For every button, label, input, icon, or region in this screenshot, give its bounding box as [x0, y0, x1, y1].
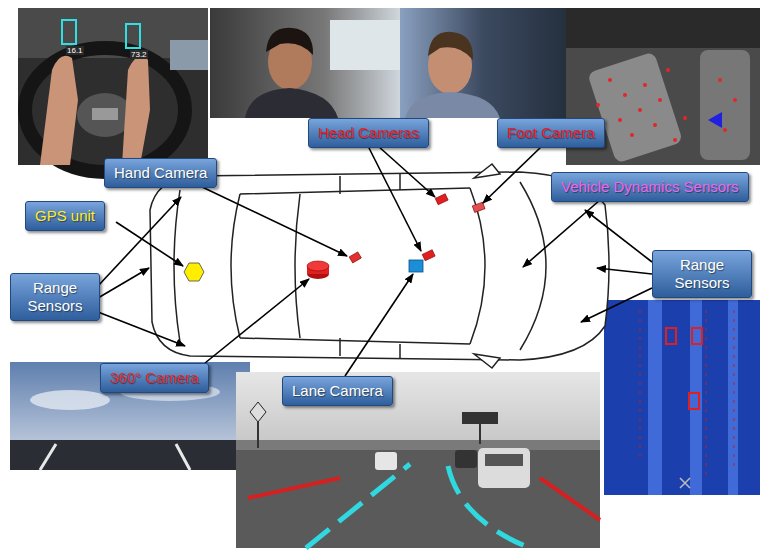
sensor-label: Vehicle Dynamics Sensors: [551, 172, 749, 202]
label-text: Vehicle Dynamics Sensors: [561, 178, 739, 196]
range-image: [604, 300, 760, 495]
sensor-label: Head Cameras: [308, 118, 429, 148]
sensor-label: Hand Camera: [104, 158, 217, 188]
label-text: Foot Camera: [507, 124, 595, 142]
head-photo: [210, 8, 566, 118]
tracking-value: 16.1: [66, 46, 84, 55]
car-outline: [150, 164, 609, 368]
sensor-label: Range Sensors: [652, 250, 752, 298]
hand-photo: [18, 8, 208, 172]
tracking-value: 73.2: [130, 50, 148, 59]
lane-photo: [236, 372, 600, 548]
sensor-icons: [184, 194, 485, 281]
label-text: GPS unit: [35, 207, 95, 225]
sensor-label: Range Sensors: [10, 273, 100, 321]
label-text: 360° Camera: [110, 369, 199, 387]
label-text: Range Sensors: [20, 279, 90, 315]
label-text: Lane Camera: [292, 382, 383, 400]
sensor-label: 360° Camera: [100, 363, 209, 393]
label-text: Hand Camera: [114, 164, 207, 182]
label-text: Range Sensors: [662, 256, 742, 292]
sensor-label: Lane Camera: [282, 376, 393, 406]
panorama-photo: [10, 362, 250, 470]
sensor-label: GPS unit: [25, 201, 105, 231]
label-text: Head Cameras: [318, 124, 419, 142]
sensor-label: Foot Camera: [497, 118, 605, 148]
